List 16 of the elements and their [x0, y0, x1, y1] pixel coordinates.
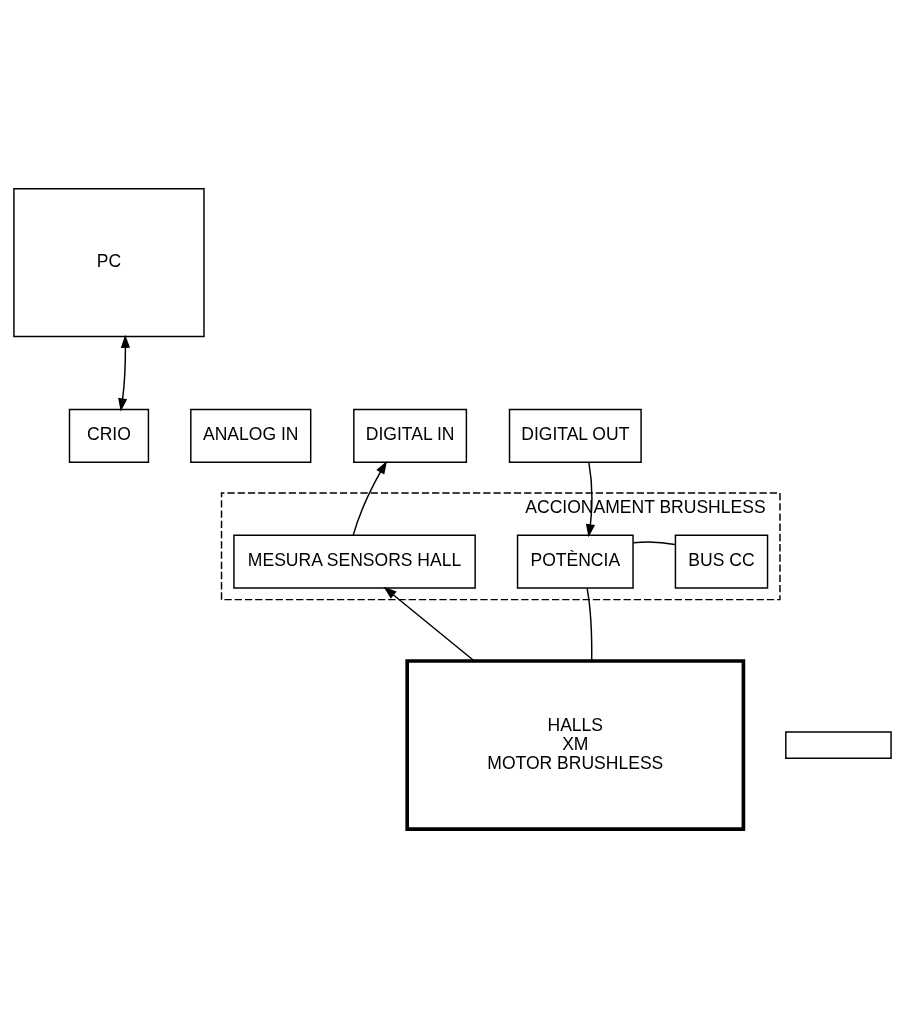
node-box — [785, 731, 892, 759]
node-box: MESURA SENSORS HALL — [233, 534, 476, 589]
node-box: BUS CC — [674, 534, 769, 589]
node-box: DIGITAL IN — [353, 408, 468, 463]
node-box: PC — [13, 188, 205, 338]
node-box: HALLS XM MOTOR BRUSHLESS — [405, 659, 746, 831]
connector — [632, 541, 676, 546]
node-box: DIGITAL OUT — [508, 408, 642, 463]
connector — [586, 587, 593, 662]
node-box: POTÈNCIA — [516, 534, 634, 589]
node-box: CRIO — [68, 408, 150, 463]
arrow — [118, 334, 131, 412]
arrow — [383, 586, 475, 662]
arrow — [352, 460, 387, 536]
arrow — [585, 462, 595, 538]
node-box: ANALOG IN — [190, 408, 312, 463]
